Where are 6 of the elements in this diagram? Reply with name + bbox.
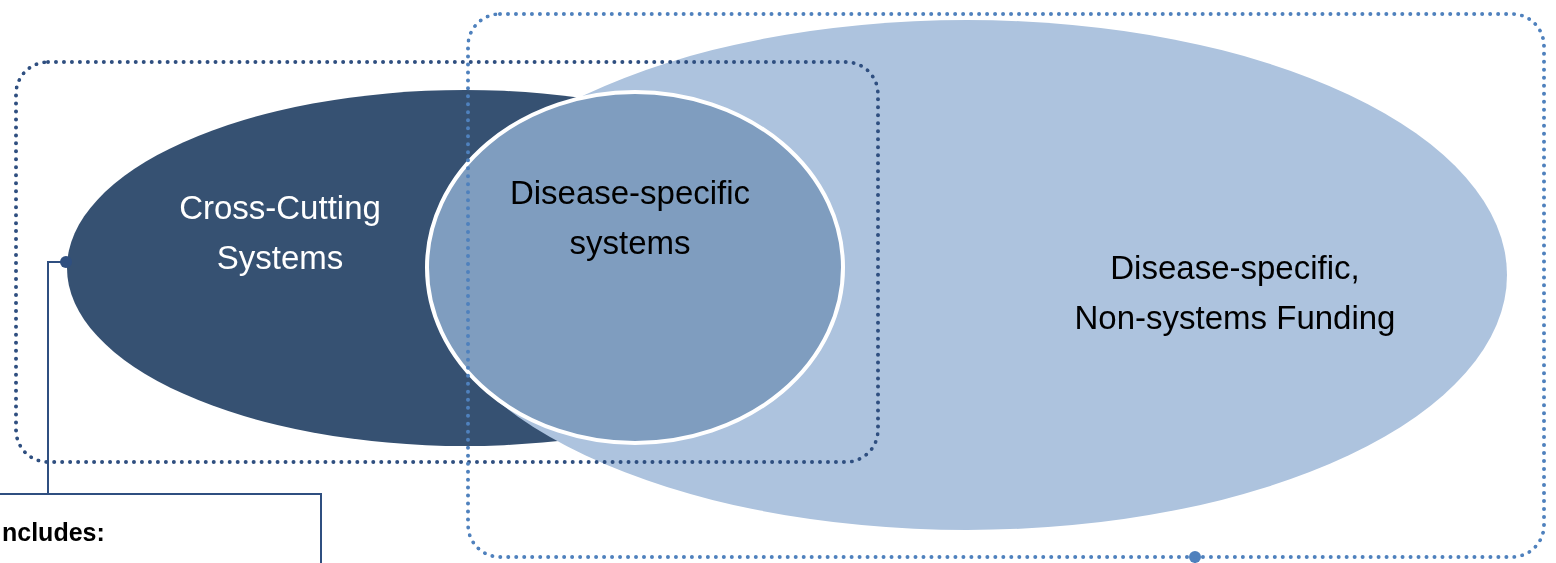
leader-line	[47, 256, 72, 494]
ellipse-label: Cross-Cutting Systems	[178, 188, 382, 278]
heading-text: ncludes:	[2, 517, 105, 547]
ellipse-label: Disease-specific systems	[508, 173, 752, 263]
ellipse-label: Disease-specific, Non-systems Funding	[1073, 248, 1397, 338]
leader-line	[1189, 551, 1201, 563]
